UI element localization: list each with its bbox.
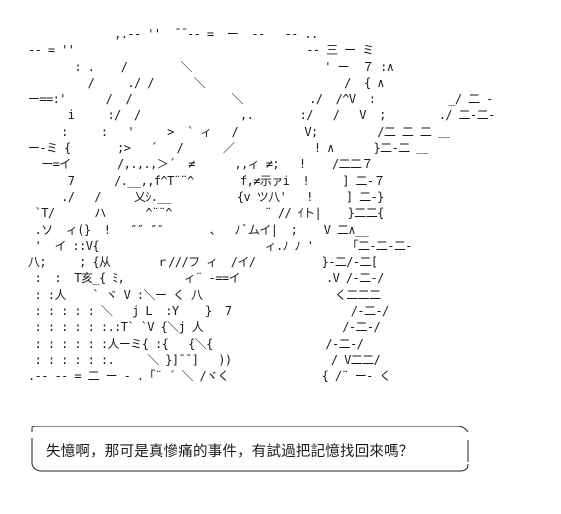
ascii-art-line: / ./ / ＼ / { ∧ [28, 75, 385, 90]
ascii-art-line: : . / ＼ ' ー ７ :∧ [28, 59, 394, 74]
ascii-art-line: : : : : : ＼ j L :Y } 7 /-二-/ [28, 304, 390, 319]
ascii-art-line: ー==:' / / ＼ ./ /^V : _/ 二 - [28, 92, 493, 107]
ascii-art-line: ' イ ::V{ ィ.ﾉ ﾉ ' 「二-二-二- [28, 238, 413, 253]
ascii-art-line: ‐- = '' ‐- 三 ー ミ [28, 43, 374, 58]
ascii-art-line: .-‐ -- = 二 ー - .「¨ ´ ＼ /ヾく { /¨ ー- く [28, 369, 391, 384]
ascii-art-line: ー-ミ { ;> ´ / ／ ! ∧ }二-二 ＿ [28, 141, 428, 156]
ascii-art-line: ./ / 乂ｼ.__ {v ツ八' ! ] 二-} [28, 189, 384, 204]
ascii-art-line: : : T亥_{ ﾐ, ィ¨ ‐==イ .V /-二-/ [28, 271, 385, 286]
ascii-art-line: : : : : : :.:T` `V {＼j 人 /-二-/ [28, 320, 381, 335]
ascii-art-line: : : ' > ` ィ / V; /二 二 二 ＿ [28, 124, 450, 139]
ascii-art-line: ,.-‐ '' ̄ ̄ ‐- = ー -- ‐- .. [28, 27, 318, 41]
ascii-art-line: 7 /.__,,f^T¨¨^ f,≠示ァi ! ] 二-７ [28, 173, 386, 188]
ascii-art-line: `T/ ハ ^¨¨^ ¨ // ｲト| }二二{ [28, 206, 385, 221]
speech-bubble-bottom-edge [31, 450, 469, 472]
speech-bubble-top-edge [31, 426, 469, 433]
ascii-art-line: i :/ / ,. :/ / V ; ./ 二-二- [28, 108, 496, 123]
ascii-art-line: .ソ ィ(} ! ″″ ″″ 、 ﾉ ﾞムイ| ; V 二∧__ [28, 222, 369, 237]
speech-bubble-frame [31, 426, 469, 472]
ascii-art-line: ー=イ /,.,.,＞´ ≠ ,,ィ ≠; ! /二二７ [28, 157, 373, 172]
speech-bubble: 失憶啊，那可是真慘痛的事件，有試過把記憶找回來嗎？ [28, 426, 472, 472]
ascii-art-line: 八; ; {从 ｒ///フ ィ /イ/ }-二/-二[ [28, 255, 378, 270]
ascii-art-character: ,.-‐ '' ̄ ̄ ‐- = ー -- ‐- .. ‐- = '' ‐- 三… [28, 26, 495, 385]
ascii-art-line: : : : : : :人ーミ{ :{ {＼{ /-二-/ [28, 336, 364, 351]
speech-bubble-text: 失憶啊，那可是真慘痛的事件，有試過把記憶找回來嗎？ [46, 444, 414, 460]
ascii-art-line: : :人 ` ヾ V :＼ー く 八 く二二二 [28, 287, 381, 302]
ascii-art-line: : : : : : :. ＼ }]¯¯] )) / V二二/ [28, 352, 381, 367]
